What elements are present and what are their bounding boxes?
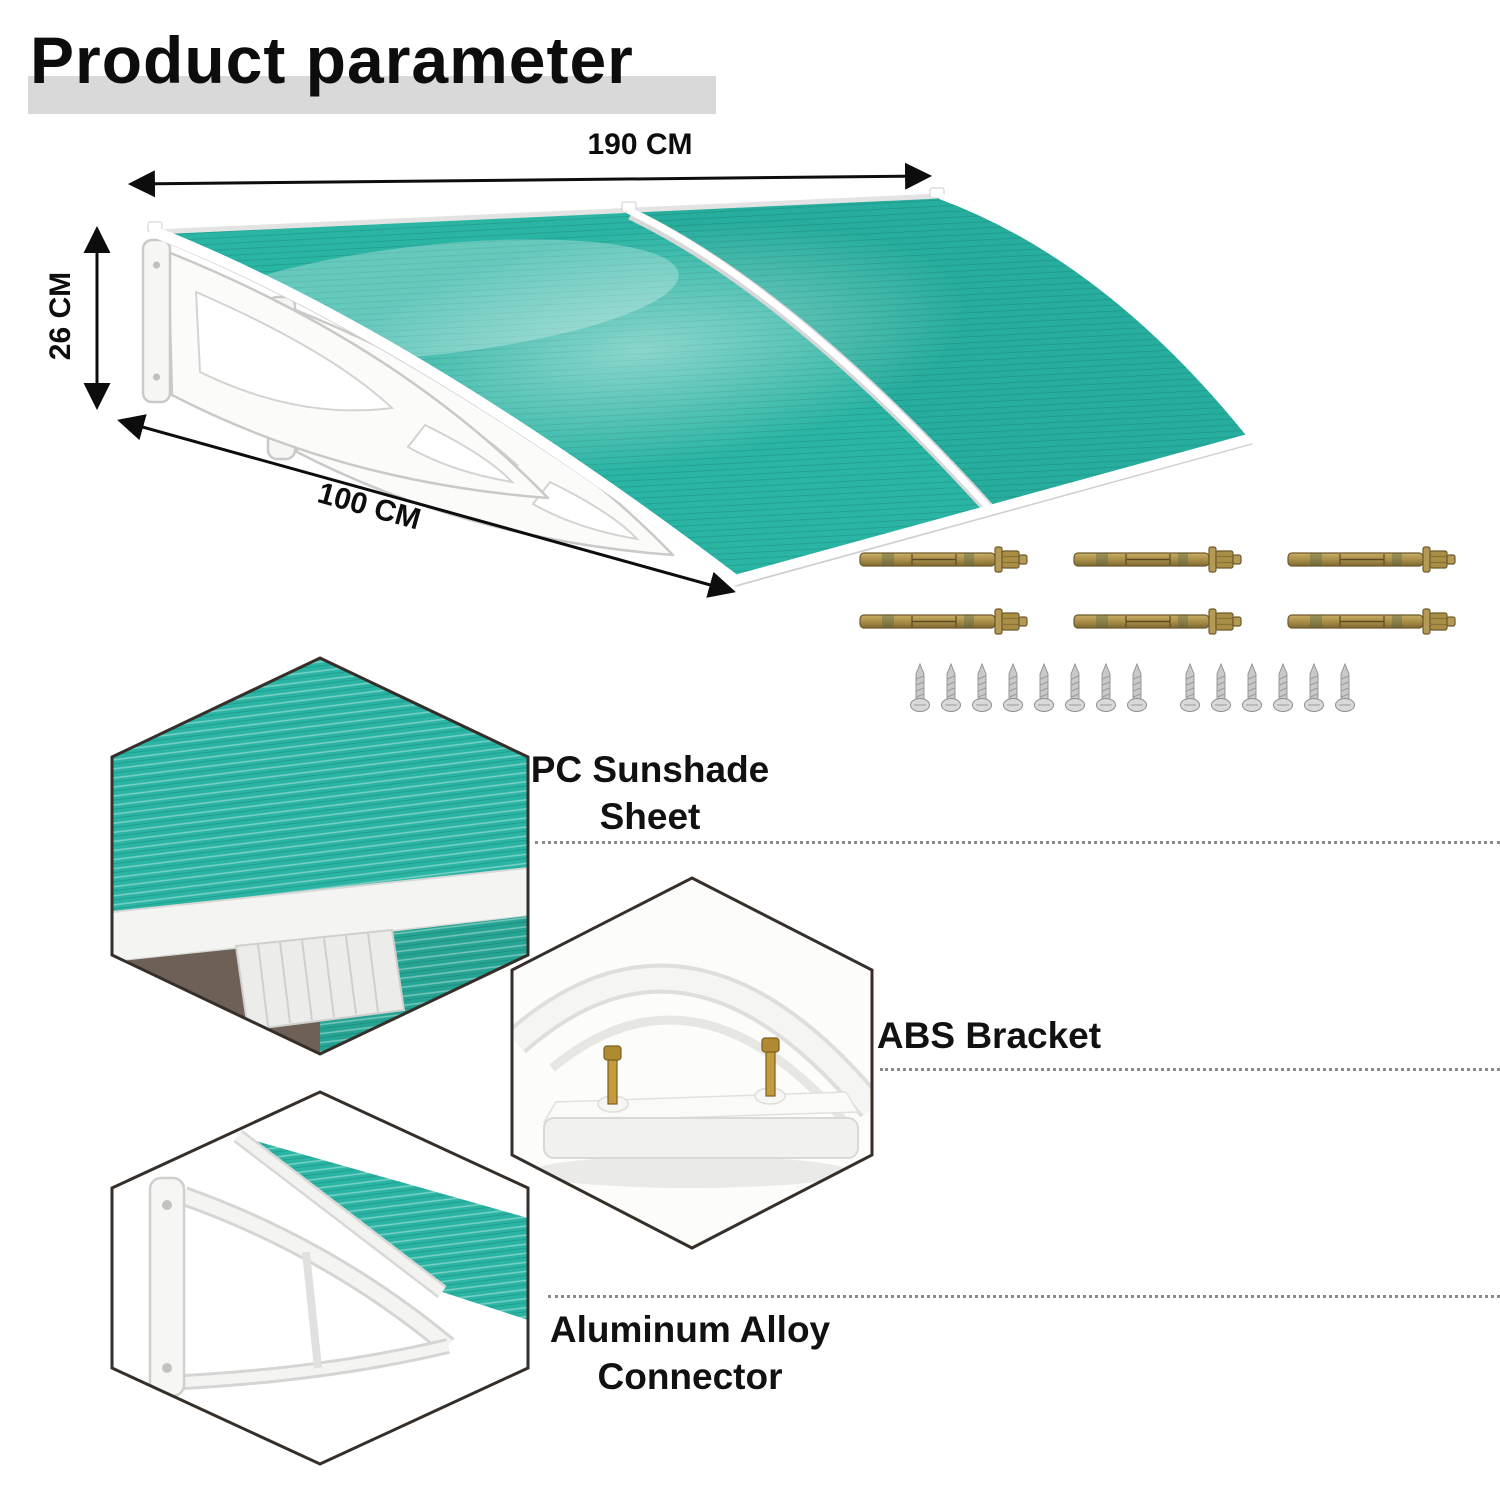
page-title: Product parameter <box>30 23 634 97</box>
part-label-line-1: PC Sunshade <box>530 749 770 790</box>
leader-line-connector <box>548 1295 1500 1298</box>
title-highlight-bar <box>28 76 716 114</box>
part-label-pc-sunshade-sheet: PC Sunshade Sheet <box>500 746 800 841</box>
part-label-line-2: Connector <box>597 1356 783 1398</box>
part-label-aluminum-connector: Aluminum Alloy Connector <box>515 1306 865 1401</box>
dimension-label-height: 26 CM <box>44 271 77 361</box>
callout-connector-closeup <box>110 1090 530 1466</box>
width-arrow <box>127 162 933 198</box>
mounting-screws <box>909 663 1356 713</box>
part-label-line-1: Aluminum Alloy <box>549 1309 831 1350</box>
awning-canopy <box>147 187 1255 580</box>
panel-divider-strip <box>626 206 991 510</box>
leader-line-sheet <box>535 841 1500 844</box>
dimension-label-width: 190 CM <box>587 128 693 161</box>
callout-bracket-closeup <box>510 876 874 1250</box>
part-label-line-2: Sheet <box>599 796 701 838</box>
brass-screw <box>607 1057 618 1105</box>
expansion-bolts <box>859 546 1456 635</box>
front-frame-bar <box>730 433 1257 585</box>
dimension-arrows <box>83 162 933 598</box>
leader-line-bracket <box>880 1068 1500 1071</box>
callout-sheet-closeup <box>110 656 530 1056</box>
depth-arrow <box>117 414 736 598</box>
part-label-abs-bracket: ABS Bracket <box>876 1015 1102 1056</box>
brass-screw <box>765 1049 776 1097</box>
